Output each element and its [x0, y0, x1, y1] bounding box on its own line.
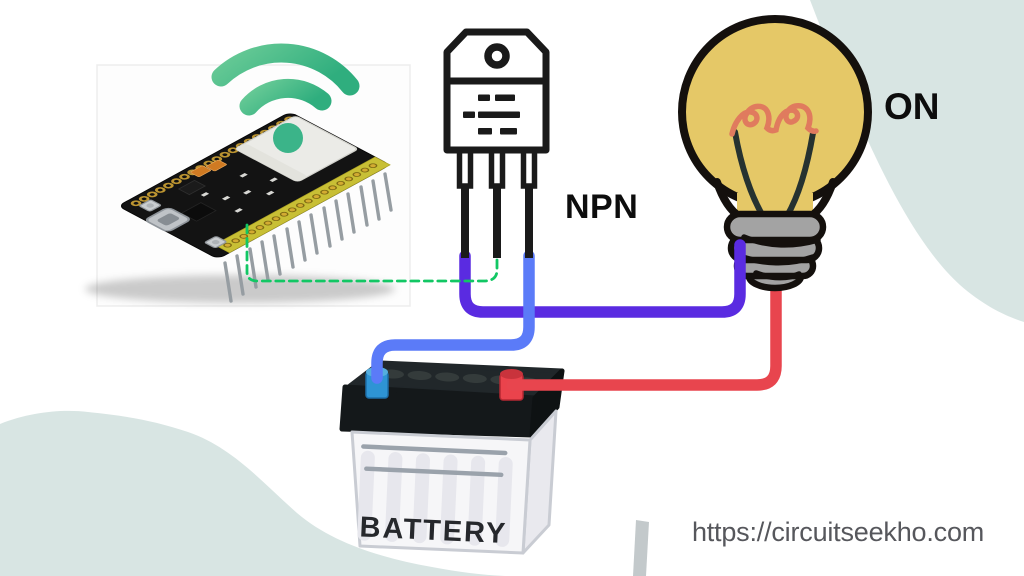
wifi-outer-arc	[211, 43, 360, 96]
battery-foot	[633, 520, 649, 576]
base-wire	[245, 223, 499, 283]
tact-button-en	[139, 199, 162, 212]
bulb-icon	[678, 15, 872, 292]
capacitor-orange-1	[190, 165, 211, 177]
emitter-wire	[371, 250, 535, 384]
transistor-label: NPN	[565, 188, 638, 226]
tact-button-boot	[204, 236, 227, 249]
wifi-dot	[273, 123, 303, 153]
collector-wire	[459, 239, 746, 318]
positive-wire	[506, 282, 782, 391]
transistor-icon	[443, 28, 550, 258]
battery-detail-lines	[361, 444, 508, 478]
esp32-photo	[85, 43, 411, 307]
battery-cell-stripes	[357, 450, 513, 547]
chip-regulator	[180, 202, 217, 222]
capacitor-orange-2	[206, 159, 227, 172]
bulb-globe	[678, 15, 872, 209]
header-pins	[223, 172, 393, 303]
antenna-zone	[236, 144, 307, 181]
bulb-state-label: ON	[884, 86, 940, 127]
bulb-filament	[729, 103, 819, 137]
smd-parts	[200, 172, 278, 213]
website-url: https://circuitseekho.com	[692, 517, 984, 547]
bulb-stem-wires	[732, 129, 816, 219]
wifi-icon	[211, 43, 360, 153]
wifi-inner-arc	[239, 78, 332, 116]
micro-usb-slot	[157, 213, 180, 226]
esp32-board	[120, 113, 391, 258]
battery-label: BATTERY	[359, 511, 508, 550]
transistor-marking-dashes	[463, 94, 520, 135]
background-blob-bottom-left	[0, 410, 505, 576]
transistor-legs-outlined	[456, 147, 538, 189]
battery-body: BATTERY	[350, 409, 558, 555]
battery-icon: BATTERY	[339, 360, 649, 576]
chip-small	[177, 179, 207, 196]
transistor-legs-thin	[461, 184, 533, 258]
transistor-mount-hole	[484, 43, 510, 69]
pin-pads-bottom	[223, 163, 378, 248]
